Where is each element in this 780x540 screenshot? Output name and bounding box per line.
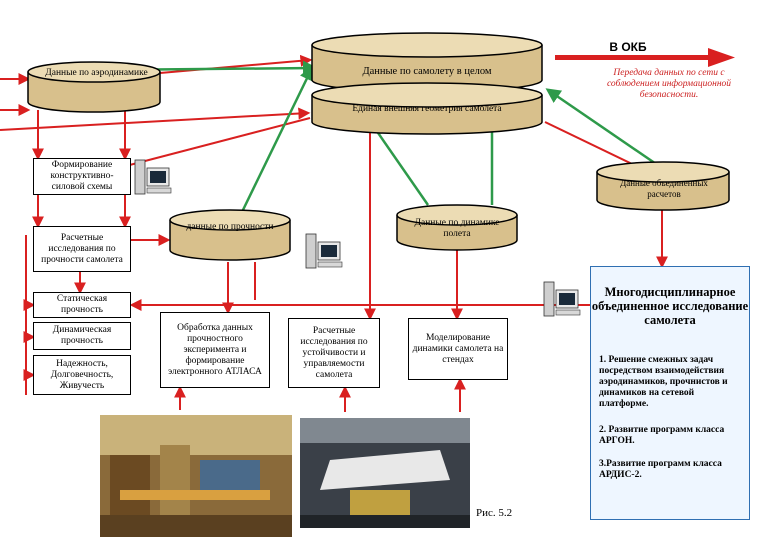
red-connectors [23,54,668,412]
mdo-item-1: 1. Решение смежных задач посредством вза… [599,355,728,409]
okb-arrow [555,48,735,67]
dynamic-strength-box: Динамическая прочность [33,322,131,350]
structural-scheme-box: Формирование конструктивно-силовой схемы [33,158,131,195]
factory-photo [100,415,292,537]
db-geometry [311,82,543,135]
experiment-processing-box: Обработка данных прочностного эксперимен… [160,312,270,388]
reliability-box: Надежность, Долговечность, Живучесть [33,355,131,395]
computer-icon [543,281,581,317]
okb-label: В ОКБ [609,40,647,54]
db-aero [27,61,161,113]
db-strength [169,209,291,261]
aero-data-label: Данные по аэродинамике [45,68,148,78]
db-flight-dynamics [396,204,518,251]
mdo-panel: Многодисциплинарное объединенное исследо… [590,266,750,520]
stand-modeling-box: Моделирование динамики самолета на стенд… [408,318,508,380]
figure-label: Рис. 5.2 [476,507,513,519]
transfer-note: Передача данных по сети с соблюдением ин… [606,68,732,100]
computer-icon [305,233,343,269]
input-arrows [0,73,311,131]
stability-research-box: Расчетные исследования по устойчивости и… [288,318,380,388]
combined-data-label: Данные объединенных расчетов [620,178,708,199]
simulator-photo [300,418,470,528]
computer-icon [134,159,172,195]
aircraft-data-label: Данные по самолету в целом [362,66,492,77]
db-aircraft [311,32,543,93]
mdo-item-3: 3.Развитие программ класса АРДИС-2. [599,459,722,480]
strength-research-box: Расчетные исследования по прочности само… [33,226,131,272]
mdo-title: Многодисциплинарное объединенное исследо… [591,285,749,327]
geometry-label: Единая внешняя геометрия самолета [352,104,502,114]
static-strength-box: Статическая прочность [33,292,131,318]
db-combined [596,161,730,211]
mdo-item-2: 2. Развитие программ класса АРГОН. [599,425,725,446]
flight-dynamics-data-label: Данные по динамике полета [414,218,500,239]
strength-data-label: данные по прочности [186,222,274,232]
